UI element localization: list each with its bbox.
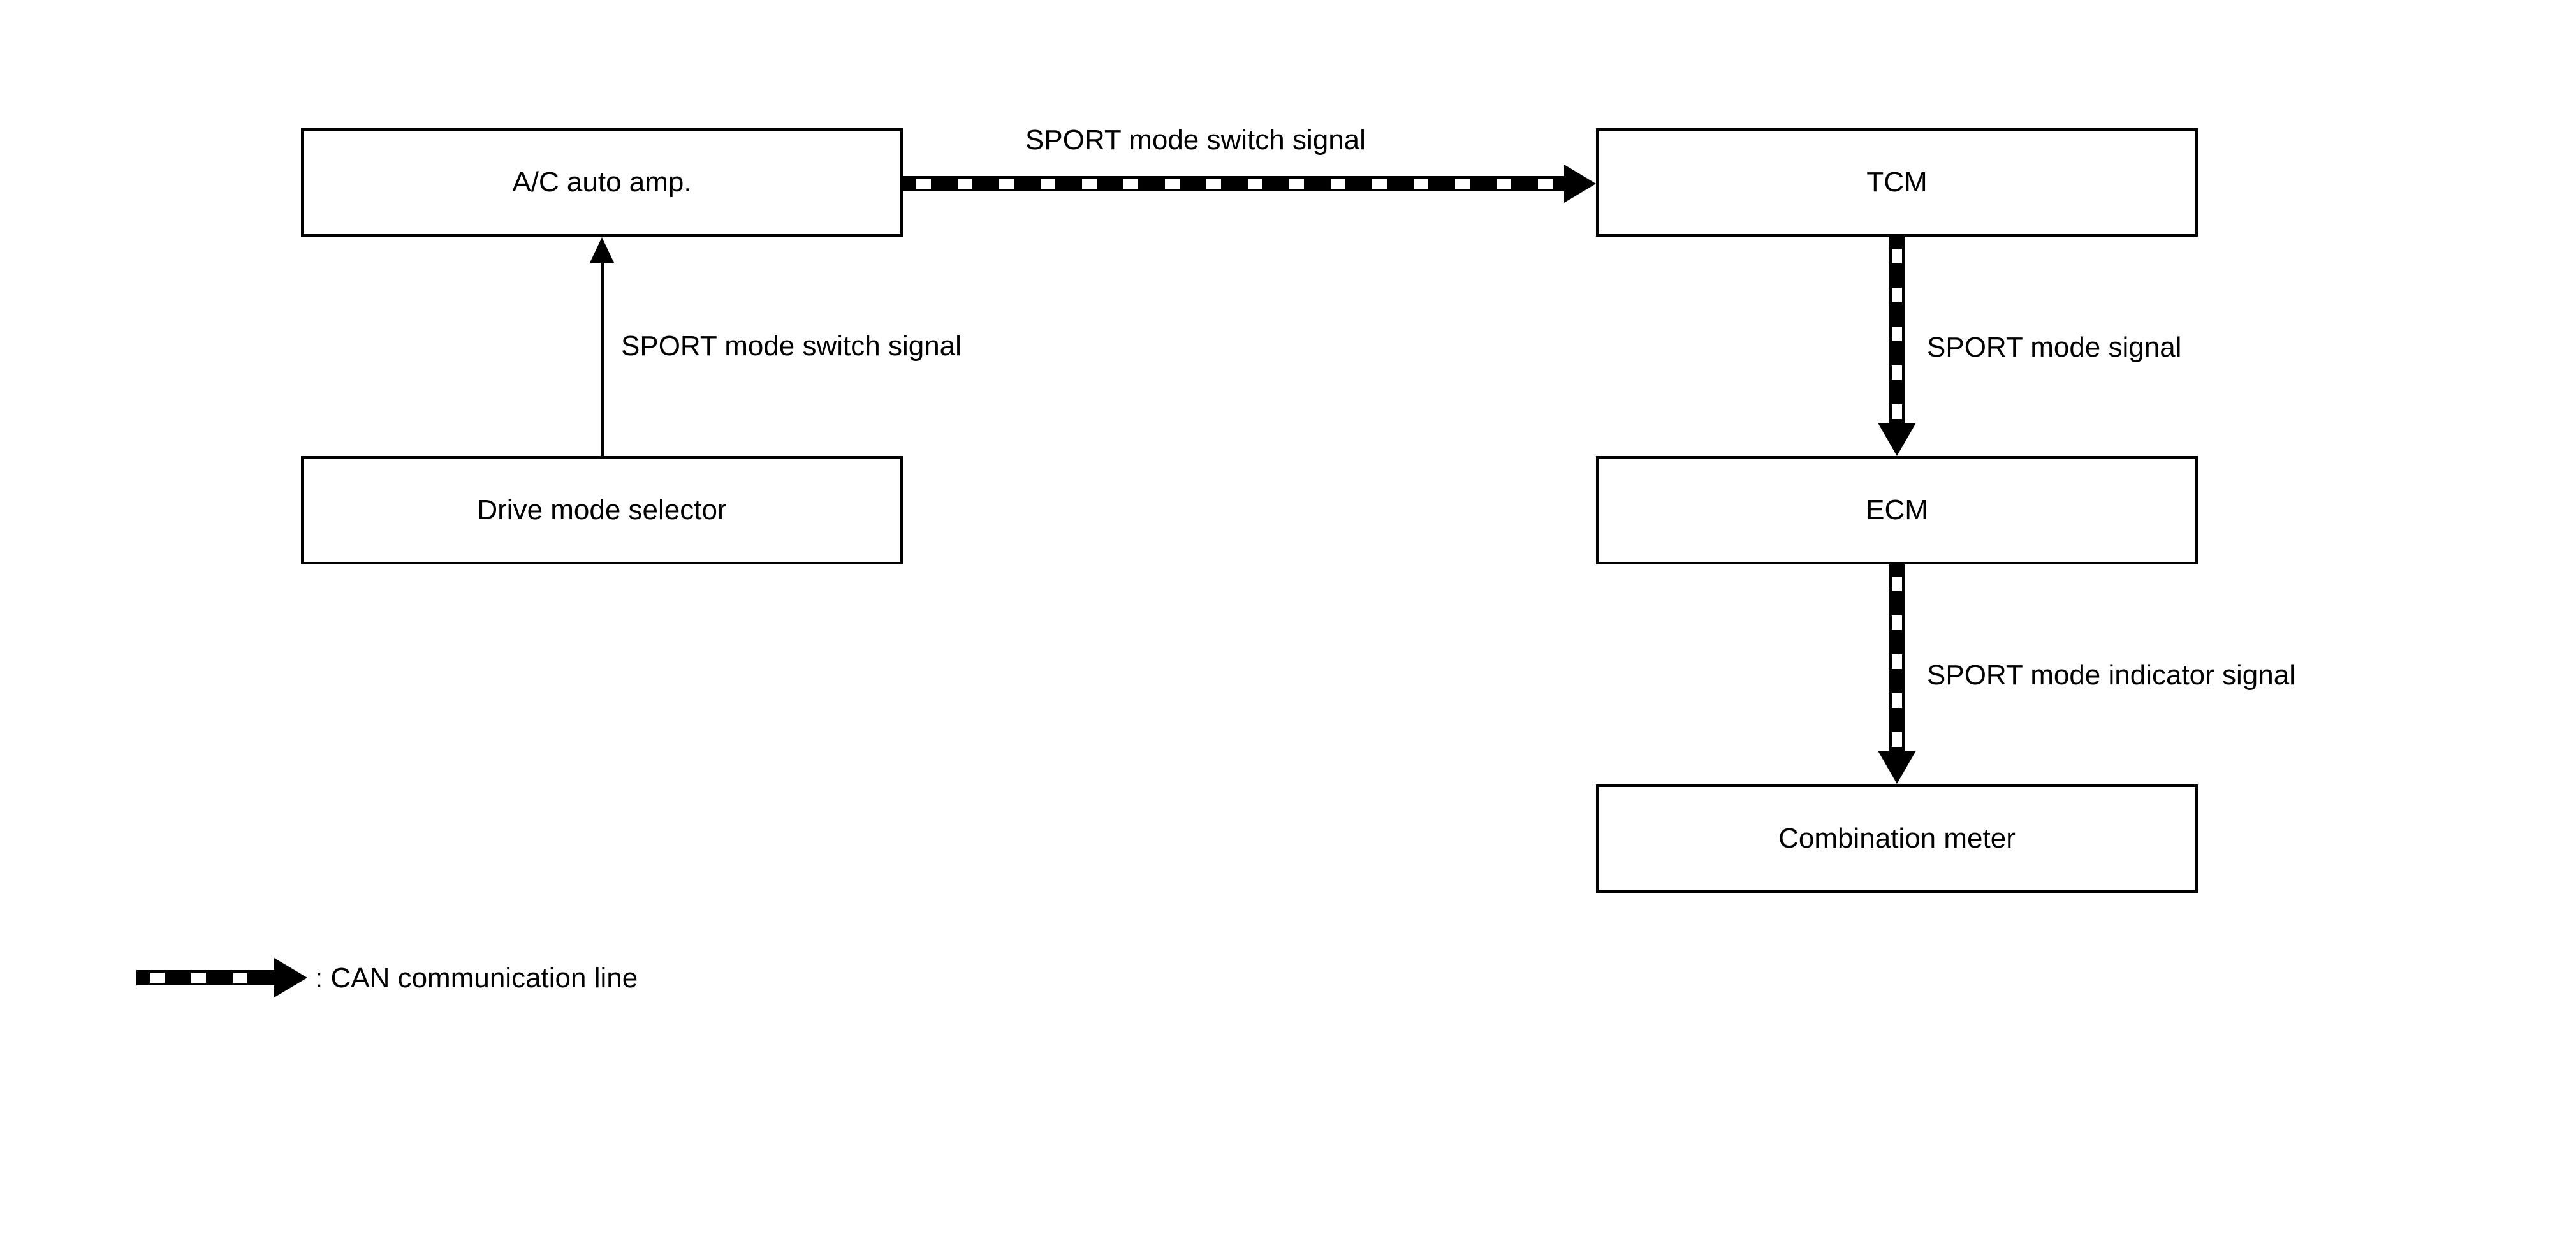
legend-label: : CAN communication line	[315, 962, 638, 994]
arrowhead-drive-mode-selector-to-ac-auto-amp	[590, 237, 614, 263]
block-label-drive-mode-selector: Drive mode selector	[477, 494, 727, 526]
connector-drive-mode-selector-to-ac-auto-amp	[601, 261, 604, 457]
arrowhead-ac-auto-amp-to-tcm	[1564, 165, 1596, 203]
block-label-ac-auto-amp: A/C auto amp.	[512, 166, 692, 198]
signal-label-selector-to-ac: SPORT mode switch signal	[621, 330, 962, 362]
signal-label-ecm-to-meter: SPORT mode indicator signal	[1927, 659, 2295, 691]
signal-label-ac-to-tcm: SPORT mode switch signal	[1025, 124, 1366, 156]
block-label-tcm: TCM	[1866, 166, 1928, 198]
arrowhead-tcm-to-ecm	[1878, 423, 1916, 456]
signal-label-tcm-to-ecm: SPORT mode signal	[1927, 332, 2182, 363]
block-ecm: ECM	[1596, 456, 2198, 564]
connector-ac-auto-amp-to-tcm	[903, 176, 1566, 191]
arrowhead-ecm-to-combination-meter	[1878, 751, 1916, 784]
block-label-ecm: ECM	[1866, 494, 1928, 526]
connector-ecm-to-combination-meter	[1889, 564, 1905, 753]
block-label-combination-meter: Combination meter	[1778, 823, 2016, 854]
block-drive-mode-selector: Drive mode selector	[301, 456, 903, 564]
legend-can-line-arrow-icon	[136, 970, 275, 985]
legend-arrowhead-icon	[274, 958, 307, 997]
block-ac-auto-amp: A/C auto amp.	[301, 128, 903, 237]
block-tcm: TCM	[1596, 128, 2198, 237]
connector-tcm-to-ecm	[1889, 237, 1905, 425]
block-combination-meter: Combination meter	[1596, 784, 2198, 893]
